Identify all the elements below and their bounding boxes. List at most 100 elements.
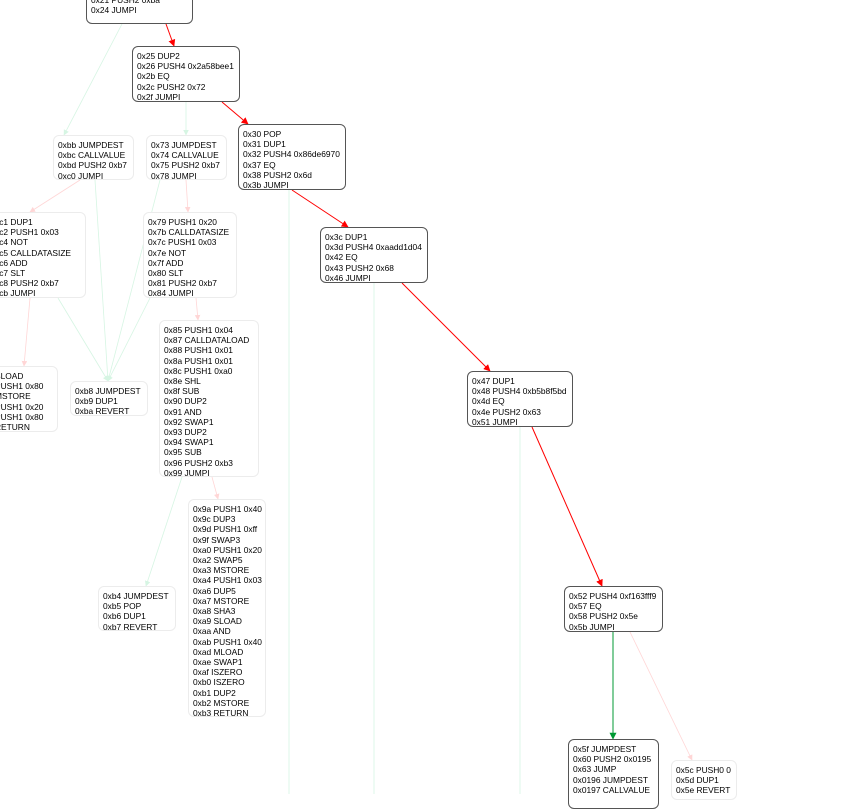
edge-21-bb (63, 23, 123, 136)
edge-85-9a (211, 476, 220, 500)
instruction-line: 0x84 JUMPI (148, 288, 194, 299)
instruction-line: 0xb5 POP (103, 601, 142, 612)
instruction-line: 0x8e SHL (164, 376, 201, 387)
instruction-line: 0x26 PUSH4 0x2a58bee1 (137, 61, 234, 72)
edge-47-52 (531, 426, 603, 587)
instruction-line: xc2 PUSH1 0x03 (0, 227, 59, 238)
instruction-line: xc8 PUSH2 0xb7 (0, 278, 59, 289)
instruction-line: 0x3d PUSH4 0xaadd1d04 (325, 242, 422, 253)
instruction-line: 0xa6 DUP5 (193, 585, 236, 596)
instruction-line: 0x95 SUB (164, 447, 202, 458)
instruction-line: 0xb7 REVERT (103, 621, 158, 632)
instruction-line: 0xb3 RETURN (193, 708, 249, 719)
instruction-line: 0xbb JUMPDEST (58, 140, 124, 150)
instruction-line: 0xa2 SWAP5 (193, 555, 243, 566)
instruction-line: 0xb2 MSTORE (193, 697, 250, 708)
instruction-line: 0x24 JUMPI (91, 5, 137, 16)
instruction-line: xc5 CALLDATASIZE (0, 247, 72, 258)
instruction-line: 0x8c PUSH1 0xa0 (164, 365, 233, 376)
instruction-line: 0x96 PUSH2 0xb3 (164, 457, 233, 468)
instruction-line: 0x78 JUMPI (151, 170, 197, 181)
instruction-line: 0x88 PUSH1 0x01 (164, 345, 233, 356)
instruction-line: 0x80 SLT (148, 268, 184, 279)
instruction-line: 0x0197 CALLVALUE (573, 784, 650, 795)
edge-c1-sl (21, 297, 31, 367)
instruction-line: 0x93 DUP2 (164, 427, 207, 438)
instruction-line: 0x5d DUP1 (676, 775, 719, 786)
instruction-line: 0x47 DUP1 (472, 376, 515, 386)
instruction-line: 0x7c PUSH1 0x03 (148, 237, 217, 248)
instruction-line: 0xa3 MSTORE (193, 565, 250, 576)
instruction-line: 0xb0 ISZERO (193, 677, 245, 688)
instruction-line: 0x57 EQ (569, 601, 602, 612)
instruction-line: 0x92 SWAP1 (164, 416, 214, 427)
instruction-line: 0xa4 PUSH1 0x03 (193, 575, 262, 586)
edge-73-79 (184, 179, 191, 213)
instruction-line: 0x74 CALLVALUE (151, 150, 219, 161)
instruction-line: 0xa9 SLOAD (193, 616, 242, 627)
instruction-line: 0x42 EQ (325, 252, 358, 263)
instruction-line: 0xb1 DUP2 (193, 687, 236, 698)
edge-21-25 (165, 23, 176, 47)
instruction-line: 0x94 SWAP1 (164, 437, 214, 448)
instruction-line: 0x58 PUSH2 0x5e (569, 611, 638, 622)
instruction-line: 0x4d EQ (472, 396, 505, 407)
instruction-line: 0xc0 JUMPI (58, 170, 104, 181)
instruction-line: xc4 NOT (0, 237, 29, 248)
instruction-line: 0x7e NOT (148, 247, 187, 258)
edge-30-3c (291, 189, 349, 228)
instruction-line: PUSH1 0x80 (0, 381, 44, 392)
instruction-line: xc7 SLT (0, 268, 26, 279)
edge-79-85 (194, 297, 201, 321)
instruction-line: 0x38 PUSH2 0x6d (243, 169, 312, 180)
instruction-line: RETURN (0, 422, 30, 433)
instruction-line: 0x2f JUMPI (137, 91, 181, 102)
edge-bb-b8 (94, 179, 111, 382)
edge-79-b8 (107, 297, 151, 382)
instruction-line: 0xb9 DUP1 (75, 396, 118, 407)
instruction-line: 0x25 DUP2 (137, 51, 180, 61)
edge-bb-c1 (29, 179, 81, 213)
instruction-line: 0x7f ADD (148, 257, 184, 268)
instruction-line: 0x90 DUP2 (164, 396, 207, 407)
instruction-line: PUSH1 0x20 (0, 401, 44, 412)
instruction-line: 0xba REVERT (75, 406, 130, 417)
instruction-line: 0xa7 MSTORE (193, 595, 250, 606)
instruction-line: 0x3c DUP1 (325, 232, 368, 242)
instruction-line: 0x60 PUSH2 0x0195 (573, 754, 652, 765)
instruction-line: SLOAD (0, 371, 24, 381)
instruction-line: 0x9d PUSH1 0xff (193, 524, 258, 535)
instruction-line: 0x51 JUMPI (472, 416, 518, 427)
instruction-line: 0xb4 JUMPDEST (103, 591, 169, 601)
instruction-line: 0xad MLOAD (193, 646, 244, 657)
instruction-line: 0x79 PUSH1 0x20 (148, 217, 217, 227)
instruction-line: 0x30 POP (243, 129, 282, 139)
instruction-line: 0x81 PUSH2 0xb7 (148, 278, 217, 289)
instruction-line: 0x43 PUSH2 0x68 (325, 262, 394, 273)
instruction-line: 0x85 PUSH1 0x04 (164, 325, 233, 335)
edge-3c-47 (401, 282, 491, 372)
instruction-line: 0xaa AND (193, 626, 231, 637)
instruction-line: 0x2b EQ (137, 71, 170, 82)
instruction-line: 0xab PUSH1 0x40 (193, 636, 262, 647)
instruction-line: 0x4e PUSH2 0x63 (472, 406, 541, 417)
edge-85-b4 (144, 476, 183, 587)
instruction-line: 0x73 JUMPDEST (151, 140, 217, 150)
instruction-line: 0x75 PUSH2 0xb7 (151, 160, 220, 171)
instruction-line: 0x63 JUMP (573, 764, 617, 775)
instruction-line: 0x5c PUSH0 0 (676, 765, 731, 775)
